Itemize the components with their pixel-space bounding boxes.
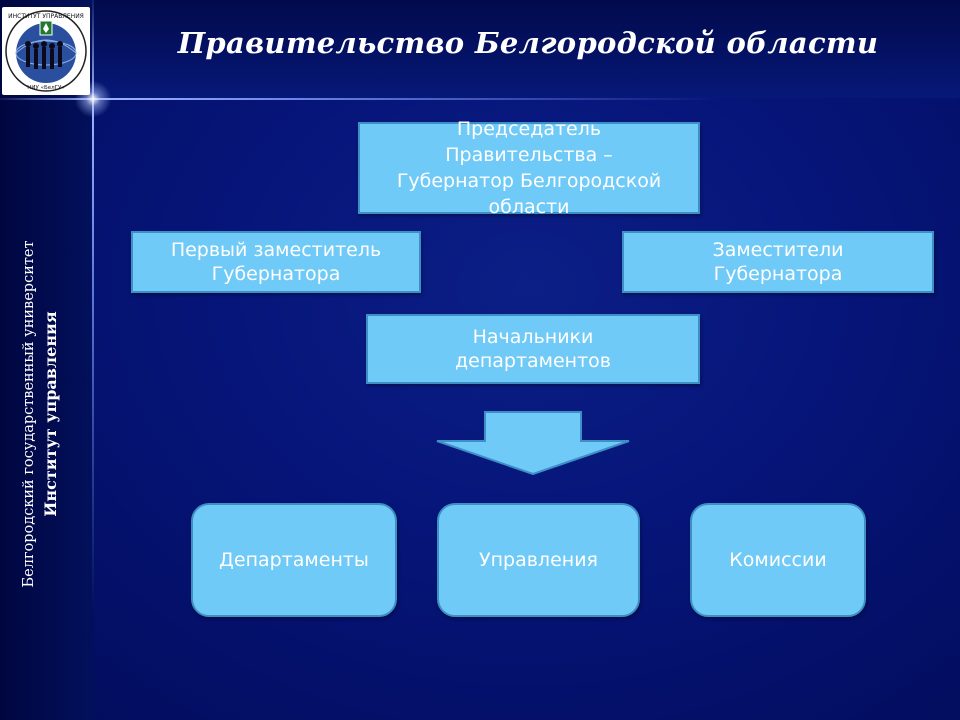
- departments-box: Департаменты: [191, 503, 397, 617]
- left-sidebar: [0, 0, 94, 720]
- header-bar: [94, 0, 960, 98]
- first-deputy-label: Первый заместитель Губернатора: [170, 239, 382, 285]
- vertical-caption: Белгородский государственный университет…: [18, 224, 78, 604]
- university-name: Белгородский государственный университет: [21, 240, 37, 588]
- department-heads-box: Начальники департаментов: [366, 314, 700, 384]
- logo-arc-text: ИНСТИТУТ УПРАВЛЕНИЯ: [8, 13, 84, 20]
- chairman-box: Председатель Правительства – Губернатор …: [358, 118, 700, 218]
- deputies-box: Заместители Губернатора: [622, 231, 934, 293]
- deputies-label: Заместители Губернатора: [712, 239, 844, 285]
- chairman-label: Председатель Правительства – Губернатор …: [396, 118, 662, 218]
- institute-name: Институт управления: [41, 311, 60, 517]
- departments-label: Департаменты: [219, 549, 369, 571]
- institute-logo: ИНСТИТУТ УПРАВЛЕНИЯ НИУ «БелГУ»: [2, 7, 90, 95]
- commissions-label: Комиссии: [729, 549, 827, 571]
- page-title: Правительство Белгородской области: [177, 26, 879, 60]
- commissions-box: Комиссии: [690, 503, 866, 617]
- down-arrow-icon: [436, 411, 630, 475]
- header-divider: [0, 98, 960, 100]
- administrations-label: Управления: [479, 549, 598, 571]
- sidebar-divider: [92, 0, 94, 720]
- department-heads-label: Начальники департаментов: [455, 326, 611, 372]
- first-deputy-box: Первый заместитель Губернатора: [131, 231, 421, 293]
- administrations-box: Управления: [437, 503, 640, 617]
- logo-bottom-text: НИУ «БелГУ»: [27, 85, 64, 91]
